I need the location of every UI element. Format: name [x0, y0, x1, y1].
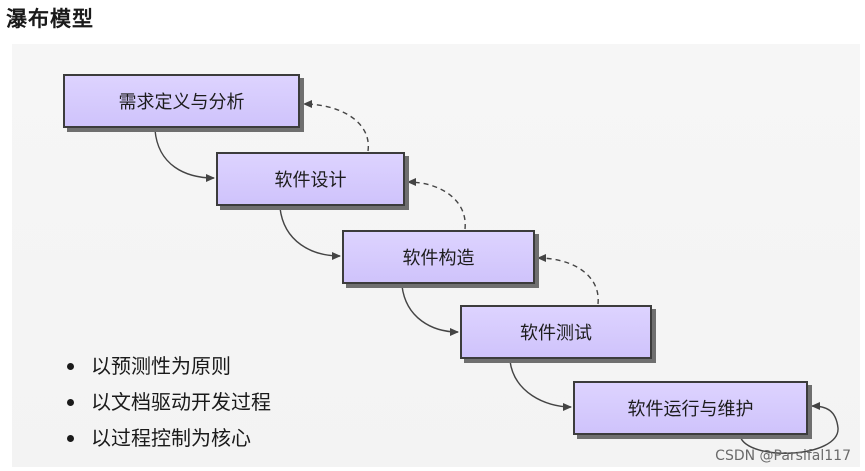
forward-arrow-4	[509, 360, 572, 411]
stage-requirements: 需求定义与分析	[63, 74, 300, 128]
feedback-arrow-2	[407, 178, 466, 230]
list-item: 以预测性为原则	[62, 348, 271, 384]
bullet-icon	[67, 434, 74, 442]
stage-design: 软件设计	[216, 152, 405, 206]
forward-arrow-3	[401, 285, 459, 336]
list-item: 以过程控制为核心	[62, 420, 271, 456]
bullet-icon	[67, 362, 74, 370]
bullet-icon	[67, 398, 74, 406]
forward-arrow-1	[154, 129, 215, 182]
forward-arrow-2	[279, 207, 341, 260]
feedback-arrow-1	[303, 100, 369, 152]
page-title: 瀑布模型	[6, 7, 94, 31]
stage-testing: 软件测试	[460, 305, 652, 359]
list-item-text: 以文档驱动开发过程	[91, 390, 271, 414]
maintenance-loop-arrow	[739, 402, 839, 454]
list-item-text: 以预测性为原则	[91, 354, 231, 378]
watermark: CSDN @Parsifal117	[715, 448, 851, 464]
stage-operation-maintenance: 软件运行与维护	[573, 381, 808, 435]
list-item-text: 以过程控制为核心	[91, 426, 251, 450]
stage-construction: 软件构造	[342, 230, 535, 284]
feedback-arrow-3	[537, 254, 599, 305]
list-item: 以文档驱动开发过程	[62, 384, 271, 420]
principles-list: 以预测性为原则 以文档驱动开发过程 以过程控制为核心	[62, 348, 271, 456]
